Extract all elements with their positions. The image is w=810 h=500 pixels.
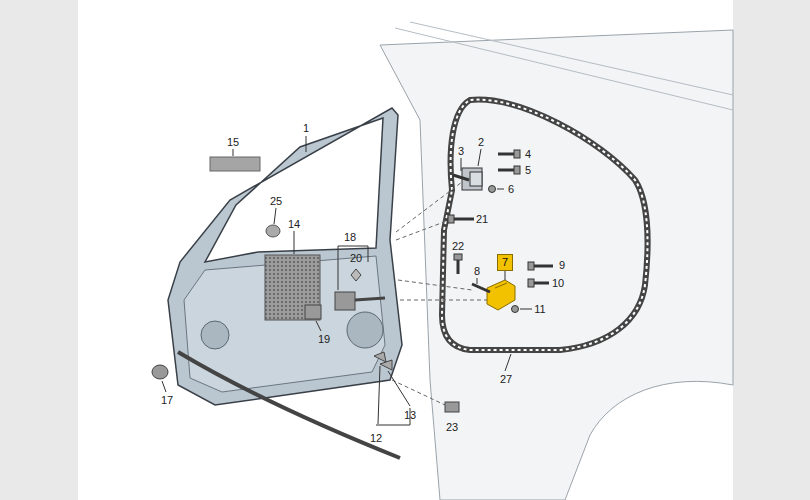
callout-number: 21: [475, 213, 489, 226]
highlight-box: 7: [497, 254, 513, 271]
callout-number: 18: [343, 231, 357, 244]
callout-number: 15: [226, 136, 240, 149]
callout-number: 4: [524, 148, 532, 161]
callout-number: 2: [477, 136, 485, 149]
callout-number: 1: [302, 122, 310, 135]
callout-number: 22: [451, 240, 465, 253]
callout-number: 14: [287, 218, 301, 231]
callout-number: 8: [473, 265, 481, 278]
callout-number: 11: [533, 303, 546, 316]
callout-number: 19: [317, 333, 331, 346]
callout-number: 20: [349, 252, 363, 265]
callout-number: 17: [160, 394, 174, 407]
callout-number: 13: [403, 409, 417, 422]
callout-number: 5: [524, 164, 532, 177]
callout-number: 23: [445, 421, 459, 434]
callout-number: 27: [499, 373, 513, 386]
callout-number: 25: [269, 195, 283, 208]
callout-number: 9: [558, 259, 566, 272]
callout-number: 7: [502, 256, 508, 268]
callout-number: 10: [551, 277, 565, 290]
callout-number: 6: [507, 183, 515, 196]
callout-number: 3: [457, 145, 465, 158]
callout-number: 12: [369, 432, 383, 445]
